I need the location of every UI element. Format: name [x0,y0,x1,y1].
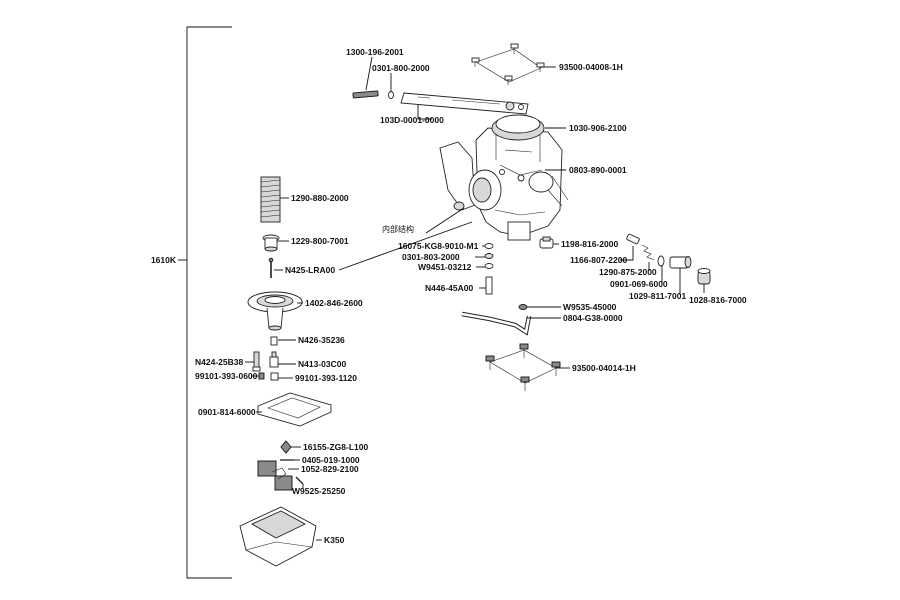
needle-clip-part [262,234,280,252]
idle-screw-part [669,256,692,269]
screw-807-part [626,233,640,245]
diaphragm-part [247,291,303,331]
assembly-bracket: 1610K [151,26,232,579]
o-ring-069-part [657,255,665,267]
float-bowl-part [239,506,317,567]
pin-part [352,90,379,99]
jet-n424-part [252,351,261,372]
cap-816-part [697,268,711,285]
o-ring-small-part [388,91,394,99]
assembly-label: 1610K [151,255,177,265]
callout-n413-03c00: N413-03C00 [298,359,346,369]
float-valve-part [280,440,292,454]
spring-w9451-part [484,263,494,269]
callout-k350: K350 [324,535,345,545]
callout-16075-kg8-9010-m1: 16075-KG8-9010-M1 [398,241,479,251]
spring-part [260,176,281,223]
callout-1300-196-2001: 1300-196-2001 [346,47,404,57]
callout-16155-zg8-l100: 16155-ZG8-L100 [303,442,368,452]
washer-m1-part [484,243,494,249]
jet-0600-part [258,372,265,380]
callout-0901-814-6000: 0901-814-6000 [198,407,256,417]
callout-99101-393-0600: 99101-393-0600 [195,371,258,381]
callout-99101-393-1120: 99101-393-1120 [295,373,357,383]
callout-93500-04008-1h: 93500-04008-1H [559,62,623,72]
callout-n424-25b38: N424-25B38 [195,357,243,367]
screw-set-bottom-part [485,343,561,391]
leader-lines [245,56,705,541]
callout-1028-816-7000: 1028-816-7000 [689,295,747,305]
callout-0901-069-6000: 0901-069-6000 [610,279,668,289]
spring-875-part [641,244,655,261]
callout-103d-0001-0000: 103D-0001-0000 [380,115,444,125]
screw-set-top-part [471,43,545,85]
callout-0803-890-0001: 0803-890-0001 [569,165,627,175]
callout-n446-45a00: N446-45A00 [425,283,473,293]
callout-w9525-25250: W9525-25250 [292,486,346,496]
hose-clip-part [518,304,528,310]
callout-n425-lra00: N425-LRA00 [285,265,335,275]
float-screw-part [295,476,304,485]
bolt-816-part [539,236,554,249]
callout-1402-846-2600: 1402-846-2600 [305,298,363,308]
callout-0804-g38-0000: 0804-G38-0000 [563,313,623,323]
callout-93500-04014-1h: 93500-04014-1H [572,363,636,373]
callout-1029-811-7001: 1029-811-7001 [629,291,686,301]
callout-w9535-45000: W9535-45000 [563,302,617,312]
jet-n426-part [270,336,278,346]
callout-0301-803-2000: 0301-803-2000 [402,252,460,262]
jet-n413-part [269,351,279,368]
jet-1120-part [270,372,279,381]
part-drawings [239,43,711,567]
callout-internal-structure: 内部结构 [382,224,414,234]
callout-1198-816-2000: 1198-816-2000 [561,239,618,249]
callout-0301-800-2000: 0301-800-2000 [372,63,430,73]
carburetor-body-part [439,114,569,241]
float-bowl-gasket-part [257,392,332,427]
callout-1229-800-7001: 1229-800-7001 [291,236,349,246]
callout-1166-807-2200: 1166-807-2200 [570,255,627,265]
callout-1290-875-2000: 1290-875-2000 [599,267,657,277]
o-ring-803-part [484,253,494,259]
needle-part [268,257,274,278]
slide-plate-part [400,92,529,115]
float-part [257,460,293,491]
callout-1290-880-2000: 1290-880-2000 [291,193,349,203]
callout-0405-019-1000: 0405-019-1000 [302,455,360,465]
jet-n446-part [485,276,493,295]
callout-w9451-03212: W9451-03212 [418,262,472,272]
callout-1052-829-2100: 1052-829-2100 [301,464,359,474]
callout-n426-35236: N426-35236 [298,335,345,345]
callout-1030-906-2100: 1030-906-2100 [569,123,627,133]
callout-labels: 1300-196-2001 0301-800-2000 93500-04008-… [195,47,747,545]
